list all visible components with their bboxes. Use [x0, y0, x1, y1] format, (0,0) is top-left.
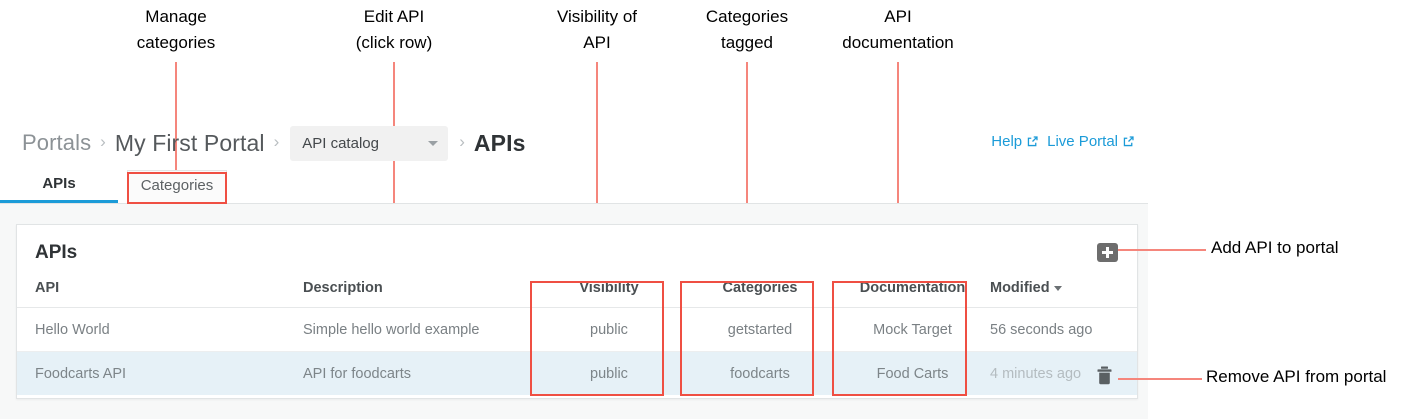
tab-categories[interactable]: Categories: [127, 170, 227, 203]
apis-table: API Description Visibility Categories Do…: [17, 280, 1137, 395]
breadcrumb-current-apis: APIs: [473, 129, 526, 156]
help-link[interactable]: Help: [991, 133, 1039, 150]
live-portal-link-label: Live Portal: [1047, 133, 1118, 150]
leader-line-categories: [746, 62, 748, 283]
plus-icon: [1106, 247, 1109, 258]
content-panel: APIs API Description Visibility Categori…: [0, 203, 1148, 419]
callout-line-1: API: [884, 7, 912, 26]
top-links: Help Live Portal: [991, 133, 1135, 150]
cell-documentation: Food Carts: [835, 351, 990, 395]
callout-api-documentation: API documentation: [808, 4, 988, 56]
callout-line-1: Manage: [145, 7, 207, 26]
callout-line-2: (click row): [355, 33, 433, 52]
table-header-row: API Description Visibility Categories Do…: [17, 280, 1137, 308]
column-header-api[interactable]: API: [17, 280, 303, 308]
cell-api: Hello World: [17, 307, 303, 352]
callout-remove-api-from-portal: Remove API from portal: [1206, 367, 1387, 386]
cell-categories: getstarted: [685, 307, 835, 352]
leader-line-manage-categories: [175, 62, 177, 174]
column-header-modified-label: Modified: [990, 280, 1050, 296]
external-link-icon: [1122, 135, 1135, 148]
column-header-documentation[interactable]: Documentation: [835, 280, 990, 308]
catalog-select[interactable]: API catalog: [290, 125, 449, 161]
callout-manage-categories: Manage categories: [96, 4, 256, 56]
callout-edit-api: Edit API (click row): [314, 4, 474, 56]
catalog-select-label: API catalog: [302, 134, 379, 152]
cell-documentation: Mock Target: [835, 307, 990, 352]
add-api-button[interactable]: [1097, 243, 1118, 262]
table-body: Hello World Simple hello world example p…: [17, 307, 1137, 395]
callout-categories-tagged: Categories tagged: [667, 4, 827, 56]
cell-categories: foodcarts: [685, 351, 835, 395]
cell-visibility: public: [533, 307, 685, 352]
table-row[interactable]: Foodcarts API API for foodcarts public f…: [17, 351, 1137, 395]
breadcrumb-my-first-portal[interactable]: My First Portal: [114, 129, 265, 156]
trash-icon[interactable]: [1096, 366, 1113, 385]
column-header-description[interactable]: Description: [303, 280, 533, 308]
tab-apis[interactable]: APIs: [0, 170, 118, 204]
breadcrumb: Portals › My First Portal › API catalog …: [22, 125, 526, 161]
table-header: API Description Visibility Categories Do…: [17, 280, 1137, 308]
chevron-down-icon: [428, 140, 439, 146]
column-header-visibility[interactable]: Visibility: [533, 280, 685, 308]
card-title: APIs: [35, 241, 78, 263]
callout-line-2: tagged: [721, 33, 773, 52]
external-link-icon: [1026, 135, 1039, 148]
callout-line-1: Edit API: [363, 7, 425, 26]
leader-line-remove-api: [1118, 378, 1202, 380]
callout-line-1: Categories: [705, 7, 789, 26]
breadcrumb-separator: ›: [100, 132, 106, 151]
cell-visibility: public: [533, 351, 685, 395]
leader-line-add-api: [1118, 249, 1206, 251]
callout-line-1: Visibility of: [557, 7, 637, 26]
sort-desc-icon: [1053, 286, 1062, 291]
callout-line-2: API: [583, 33, 611, 52]
card-header: APIs: [17, 225, 1137, 280]
column-header-categories[interactable]: Categories: [685, 280, 835, 308]
table-row[interactable]: Hello World Simple hello world example p…: [17, 307, 1137, 352]
callout-visibility-of-api: Visibility of API: [517, 4, 677, 56]
callout-line-2: documentation: [842, 33, 954, 52]
breadcrumb-portals[interactable]: Portals: [22, 130, 92, 155]
callout-line-2: categories: [136, 33, 216, 52]
breadcrumb-separator: ›: [273, 132, 280, 151]
cell-modified: 56 seconds ago: [990, 307, 1137, 352]
callout-add-api-to-portal: Add API to portal: [1211, 238, 1339, 257]
cell-description: API for foodcarts: [303, 351, 533, 395]
live-portal-link[interactable]: Live Portal: [1047, 133, 1135, 150]
leader-line-visibility: [596, 62, 598, 283]
cell-modified-label: 4 minutes ago: [990, 365, 1082, 382]
column-header-modified[interactable]: Modified: [990, 280, 1137, 308]
apis-card: APIs API Description Visibility Categori…: [16, 224, 1138, 399]
help-link-label: Help: [991, 133, 1023, 150]
cell-description: Simple hello world example: [303, 307, 533, 352]
cell-modified: 4 minutes ago: [990, 351, 1137, 395]
tab-bar: APIs Categories: [0, 170, 1148, 204]
cell-api: Foodcarts API: [17, 351, 303, 395]
leader-line-documentation: [897, 62, 899, 283]
breadcrumb-separator: ›: [459, 132, 465, 151]
